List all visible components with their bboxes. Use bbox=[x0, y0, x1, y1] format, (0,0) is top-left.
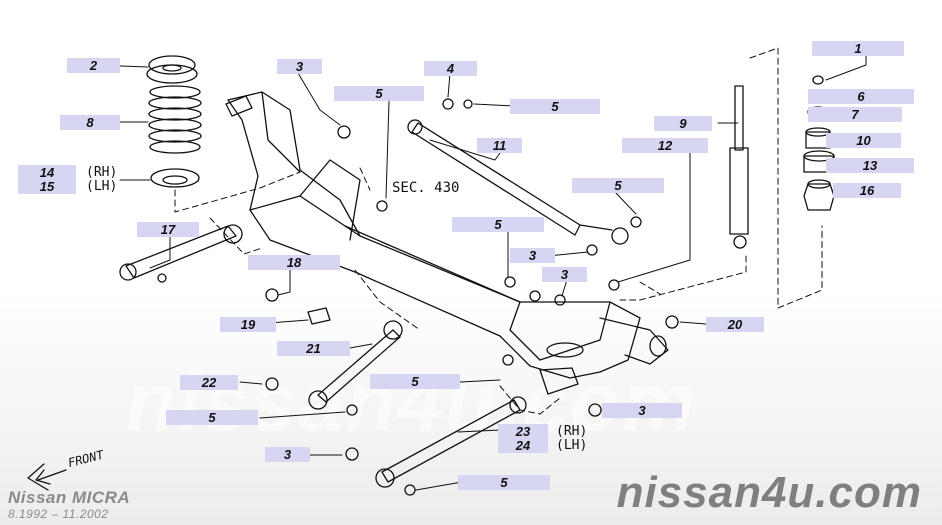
callout-3d: 3 bbox=[602, 403, 682, 418]
guide-lines bbox=[174, 47, 823, 415]
callout-5c: 5 bbox=[572, 178, 664, 193]
callout-19: 19 bbox=[220, 317, 276, 332]
callout-5d: 5 bbox=[452, 217, 544, 232]
callout-3b: 3 bbox=[510, 248, 555, 263]
callout-12: 12 bbox=[622, 138, 708, 153]
callout-5g: 5 bbox=[458, 475, 550, 490]
callout-4: 4 bbox=[424, 61, 477, 76]
callout-1: 1 bbox=[812, 41, 904, 56]
callout-3a: 3 bbox=[277, 59, 322, 74]
section-reference: SEC. 430 bbox=[392, 180, 460, 196]
callout-18: 18 bbox=[248, 255, 340, 270]
callout-9: 9 bbox=[654, 116, 712, 131]
lateral-rod bbox=[407, 119, 629, 245]
link-21 bbox=[308, 320, 403, 410]
fasteners bbox=[157, 98, 679, 496]
link-23-24 bbox=[375, 396, 527, 488]
callout-13: 13 bbox=[826, 158, 914, 173]
side-label-lh-1: (LH) bbox=[86, 179, 118, 194]
callout-14: 14 bbox=[18, 165, 76, 180]
callout-7: 7 bbox=[808, 107, 902, 122]
callout-10: 10 bbox=[826, 133, 901, 148]
watermark-small: nissan4u.com bbox=[616, 468, 922, 517]
callout-17: 17 bbox=[137, 222, 199, 237]
callout-6: 6 bbox=[808, 89, 914, 104]
side-label-lh-2: (LH) bbox=[556, 438, 588, 453]
callout-24: 24 bbox=[498, 438, 548, 453]
callout-5a: 5 bbox=[334, 86, 424, 101]
callout-22: 22 bbox=[180, 375, 238, 390]
callout-5f: 5 bbox=[166, 410, 258, 425]
callout-11: 11 bbox=[477, 138, 522, 153]
callout-3e: 3 bbox=[265, 447, 310, 462]
callout-2: 2 bbox=[67, 58, 120, 73]
callout-21: 21 bbox=[277, 341, 350, 356]
brand-model: Nissan MICRA bbox=[8, 488, 131, 507]
spring-assembly bbox=[146, 55, 202, 188]
callout-5b: 5 bbox=[510, 99, 600, 114]
callout-23: 23 bbox=[498, 424, 548, 439]
side-label-rh-1: (RH) bbox=[86, 165, 118, 180]
callout-5e: 5 bbox=[370, 374, 460, 389]
callout-16: 16 bbox=[833, 183, 901, 198]
callout-15: 15 bbox=[18, 179, 76, 194]
side-label-rh-2: (RH) bbox=[556, 424, 588, 439]
rear-axle-beam bbox=[225, 91, 669, 395]
callout-20: 20 bbox=[706, 317, 764, 332]
brand-dates: 8.1992 – 11.2002 bbox=[8, 507, 109, 521]
front-arrow-icon bbox=[27, 463, 67, 491]
callout-3c: 3 bbox=[542, 267, 587, 282]
callout-8: 8 bbox=[60, 115, 120, 130]
shock-absorber bbox=[729, 85, 749, 249]
